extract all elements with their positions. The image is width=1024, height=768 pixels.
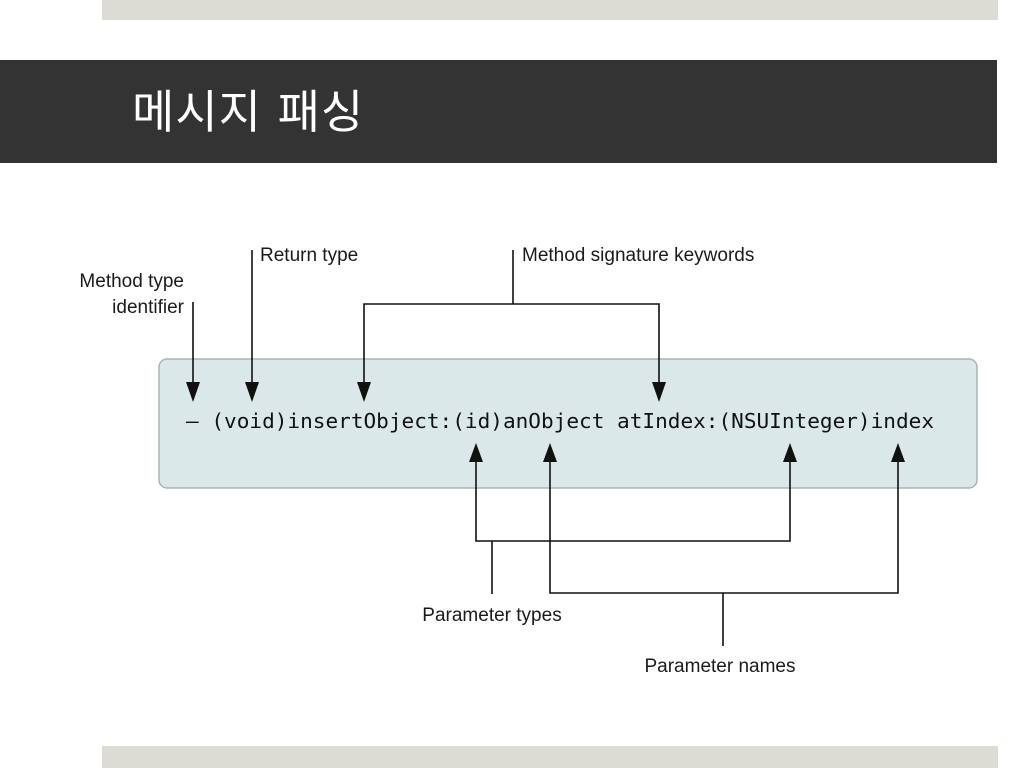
arrow-method-type: [186, 302, 200, 402]
bracket-parameter-names: [543, 443, 905, 646]
top-accent-bar: [102, 0, 998, 20]
label-return-type: Return type: [260, 245, 358, 266]
label-method-type-line1: Method type: [79, 271, 184, 292]
arrow-return-type: [245, 250, 259, 402]
label-parameter-types: Parameter types: [422, 605, 561, 626]
method-declaration-code: – (void)insertObject:(id)anObject atInde…: [186, 409, 934, 433]
label-signature-keywords: Method signature keywords: [522, 245, 754, 266]
slide-title: 메시지 패싱: [132, 85, 365, 139]
label-method-type-line2: identifier: [112, 297, 184, 318]
label-parameter-names: Parameter names: [644, 656, 795, 677]
title-band: [0, 60, 997, 163]
bracket-parameter-types: [469, 443, 797, 594]
bottom-accent-bar: [102, 746, 998, 768]
bracket-signature-keywords: [357, 250, 666, 402]
